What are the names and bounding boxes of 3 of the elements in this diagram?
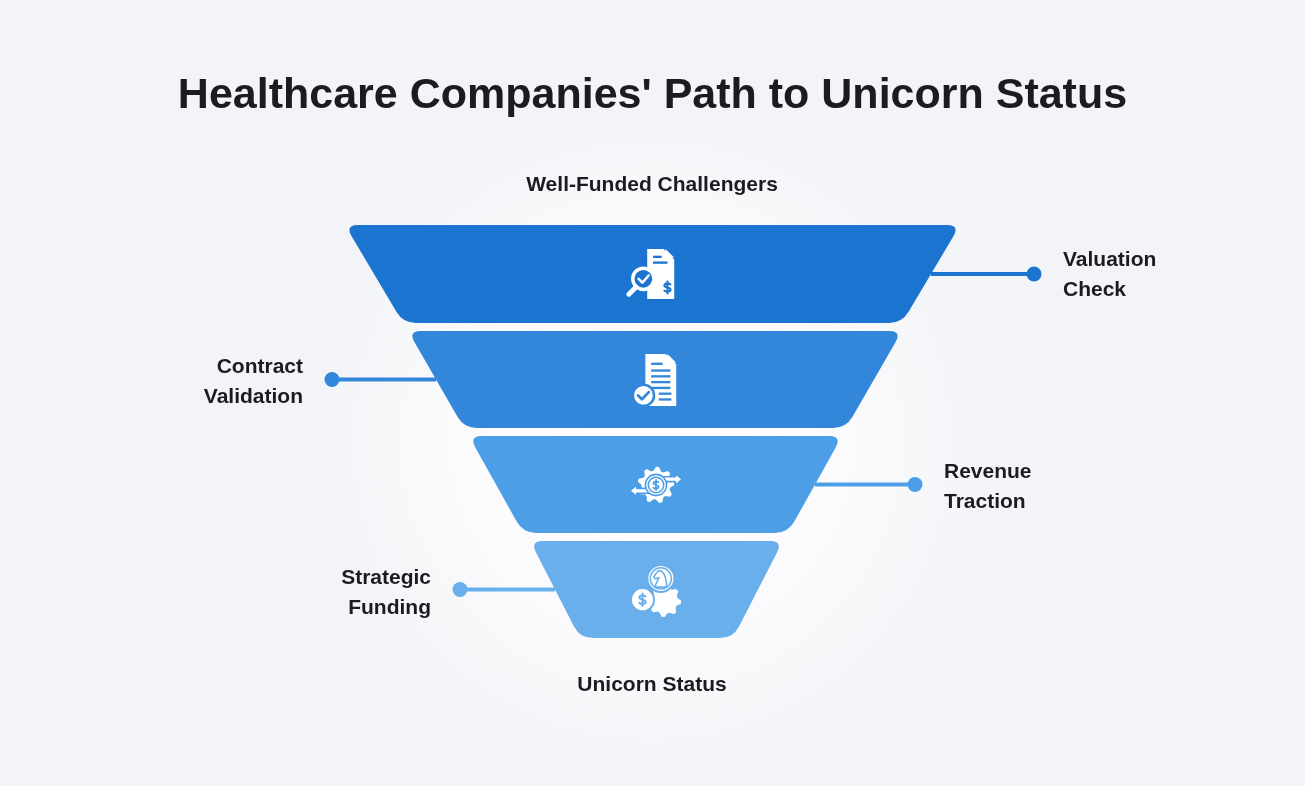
funnel-bottom-label: Unicorn Status [577, 671, 727, 697]
funnel-top-label: Well-Funded Challengers [526, 171, 778, 197]
diagram-title: Healthcare Companies' Path to Unicorn Status [176, 68, 1129, 119]
